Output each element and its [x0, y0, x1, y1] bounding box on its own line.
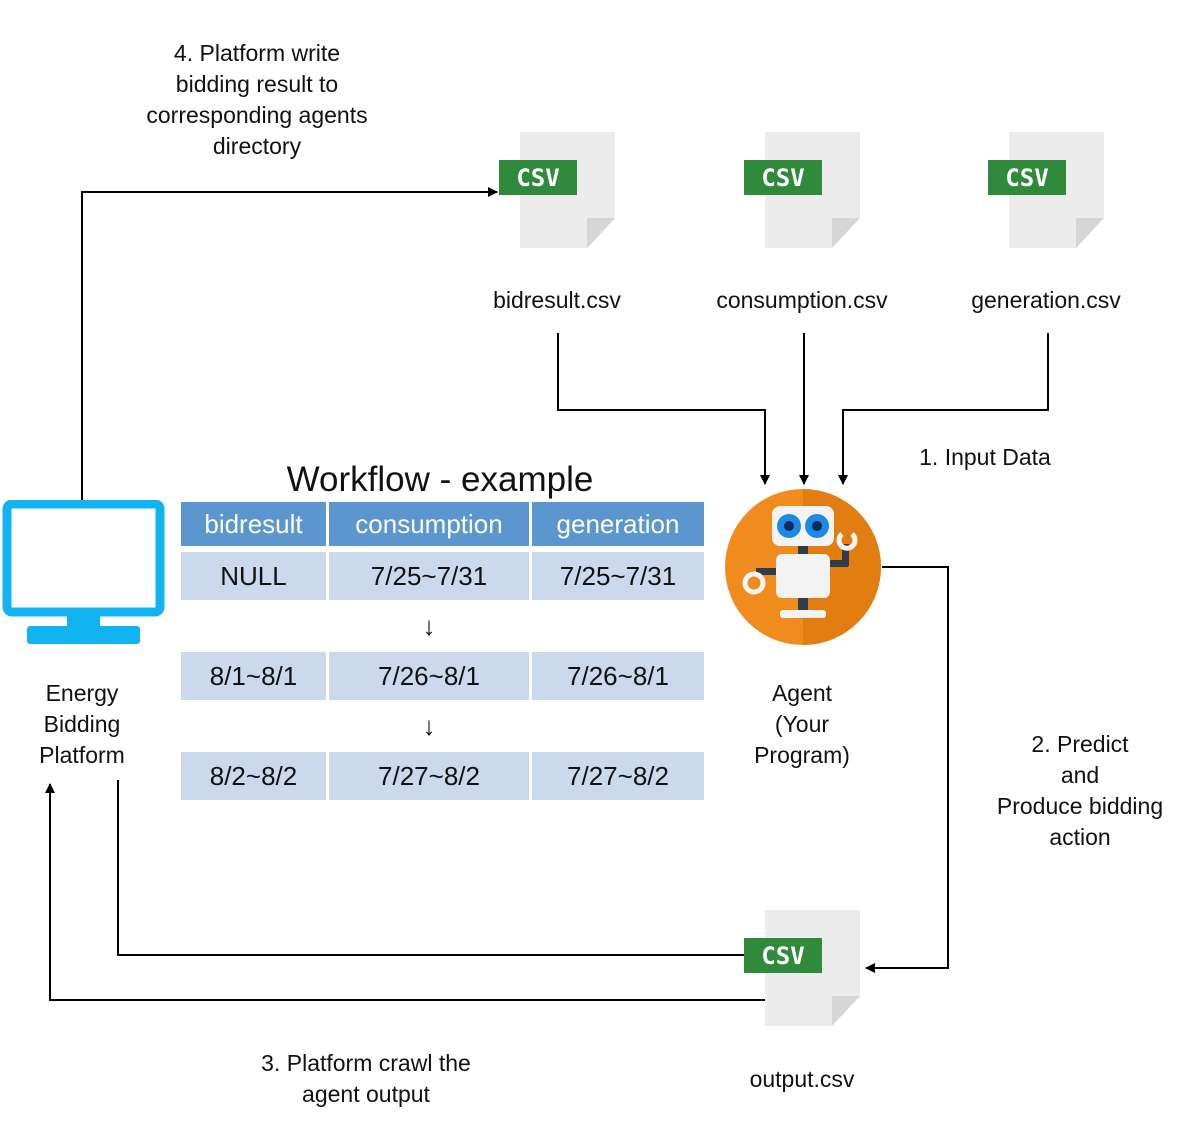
line-output-to-platform-upper [117, 780, 770, 956]
column-header: generation [532, 502, 704, 546]
arrow-output-to-platform [45, 783, 771, 1001]
table-cell: 7/25~7/31 [532, 552, 704, 600]
table-cell: 7/25~7/31 [329, 552, 529, 600]
down-arrow-icon: ↓ [422, 610, 436, 641]
workflow-title: Workflow - example [286, 460, 594, 499]
csv-badge-text: CSV [516, 164, 559, 192]
arrow-generation-to-agent [838, 333, 1049, 485]
step2-label: 2. Predict and Produce bidding action [996, 731, 1164, 850]
bidresult-filename: bidresult.csv [493, 287, 621, 313]
agent-label: Agent (Your Program) [754, 680, 850, 768]
table-cell: 7/27~8/2 [329, 752, 529, 800]
table-header-row: bidresult consumption generation [181, 502, 704, 546]
table-cell: 7/26~8/1 [532, 652, 704, 700]
arrow-platform-to-bidresult [81, 187, 498, 500]
workflow-table: bidresult consumption generation NULL 7/… [178, 502, 707, 800]
table-cell: NULL [181, 552, 326, 600]
csv-file-icon: CSV [742, 908, 862, 1028]
table-row: 8/1~8/1 7/26~8/1 7/26~8/1 [181, 652, 704, 700]
table-row: NULL 7/25~7/31 7/25~7/31 [181, 552, 704, 600]
table-row: 8/2~8/2 7/27~8/2 7/27~8/2 [181, 752, 704, 800]
csv-badge-text: CSV [761, 164, 804, 192]
step1-label: 1. Input Data [919, 444, 1051, 470]
down-arrow-icon: ↓ [422, 710, 436, 741]
consumption-filename: consumption.csv [716, 287, 888, 313]
table-cell: 7/26~8/1 [329, 652, 529, 700]
monitor-icon [2, 500, 165, 644]
arrow-bidresult-to-agent [557, 333, 770, 485]
column-header: bidresult [181, 502, 326, 546]
step3-label: 3. Platform crawl the agent output [261, 1050, 471, 1107]
csv-badge-text: CSV [1005, 164, 1048, 192]
csv-file-icon: CSV [497, 130, 617, 250]
csv-file-icon: CSV [986, 130, 1106, 250]
csv-file-icon: CSV [742, 130, 862, 250]
output-filename: output.csv [749, 1066, 855, 1092]
platform-label: Energy Bidding Platform [39, 680, 125, 768]
csv-badge-text: CSV [761, 942, 804, 970]
table-cell: 8/1~8/1 [181, 652, 326, 700]
arrow-agent-to-output [865, 566, 949, 973]
table-cell: 7/27~8/2 [532, 752, 704, 800]
column-header: consumption [329, 502, 529, 546]
generation-filename: generation.csv [971, 287, 1121, 313]
robot-icon [725, 489, 881, 645]
step4-label: 4. Platform write bidding result to corr… [146, 40, 368, 159]
table-cell: 8/2~8/2 [181, 752, 326, 800]
